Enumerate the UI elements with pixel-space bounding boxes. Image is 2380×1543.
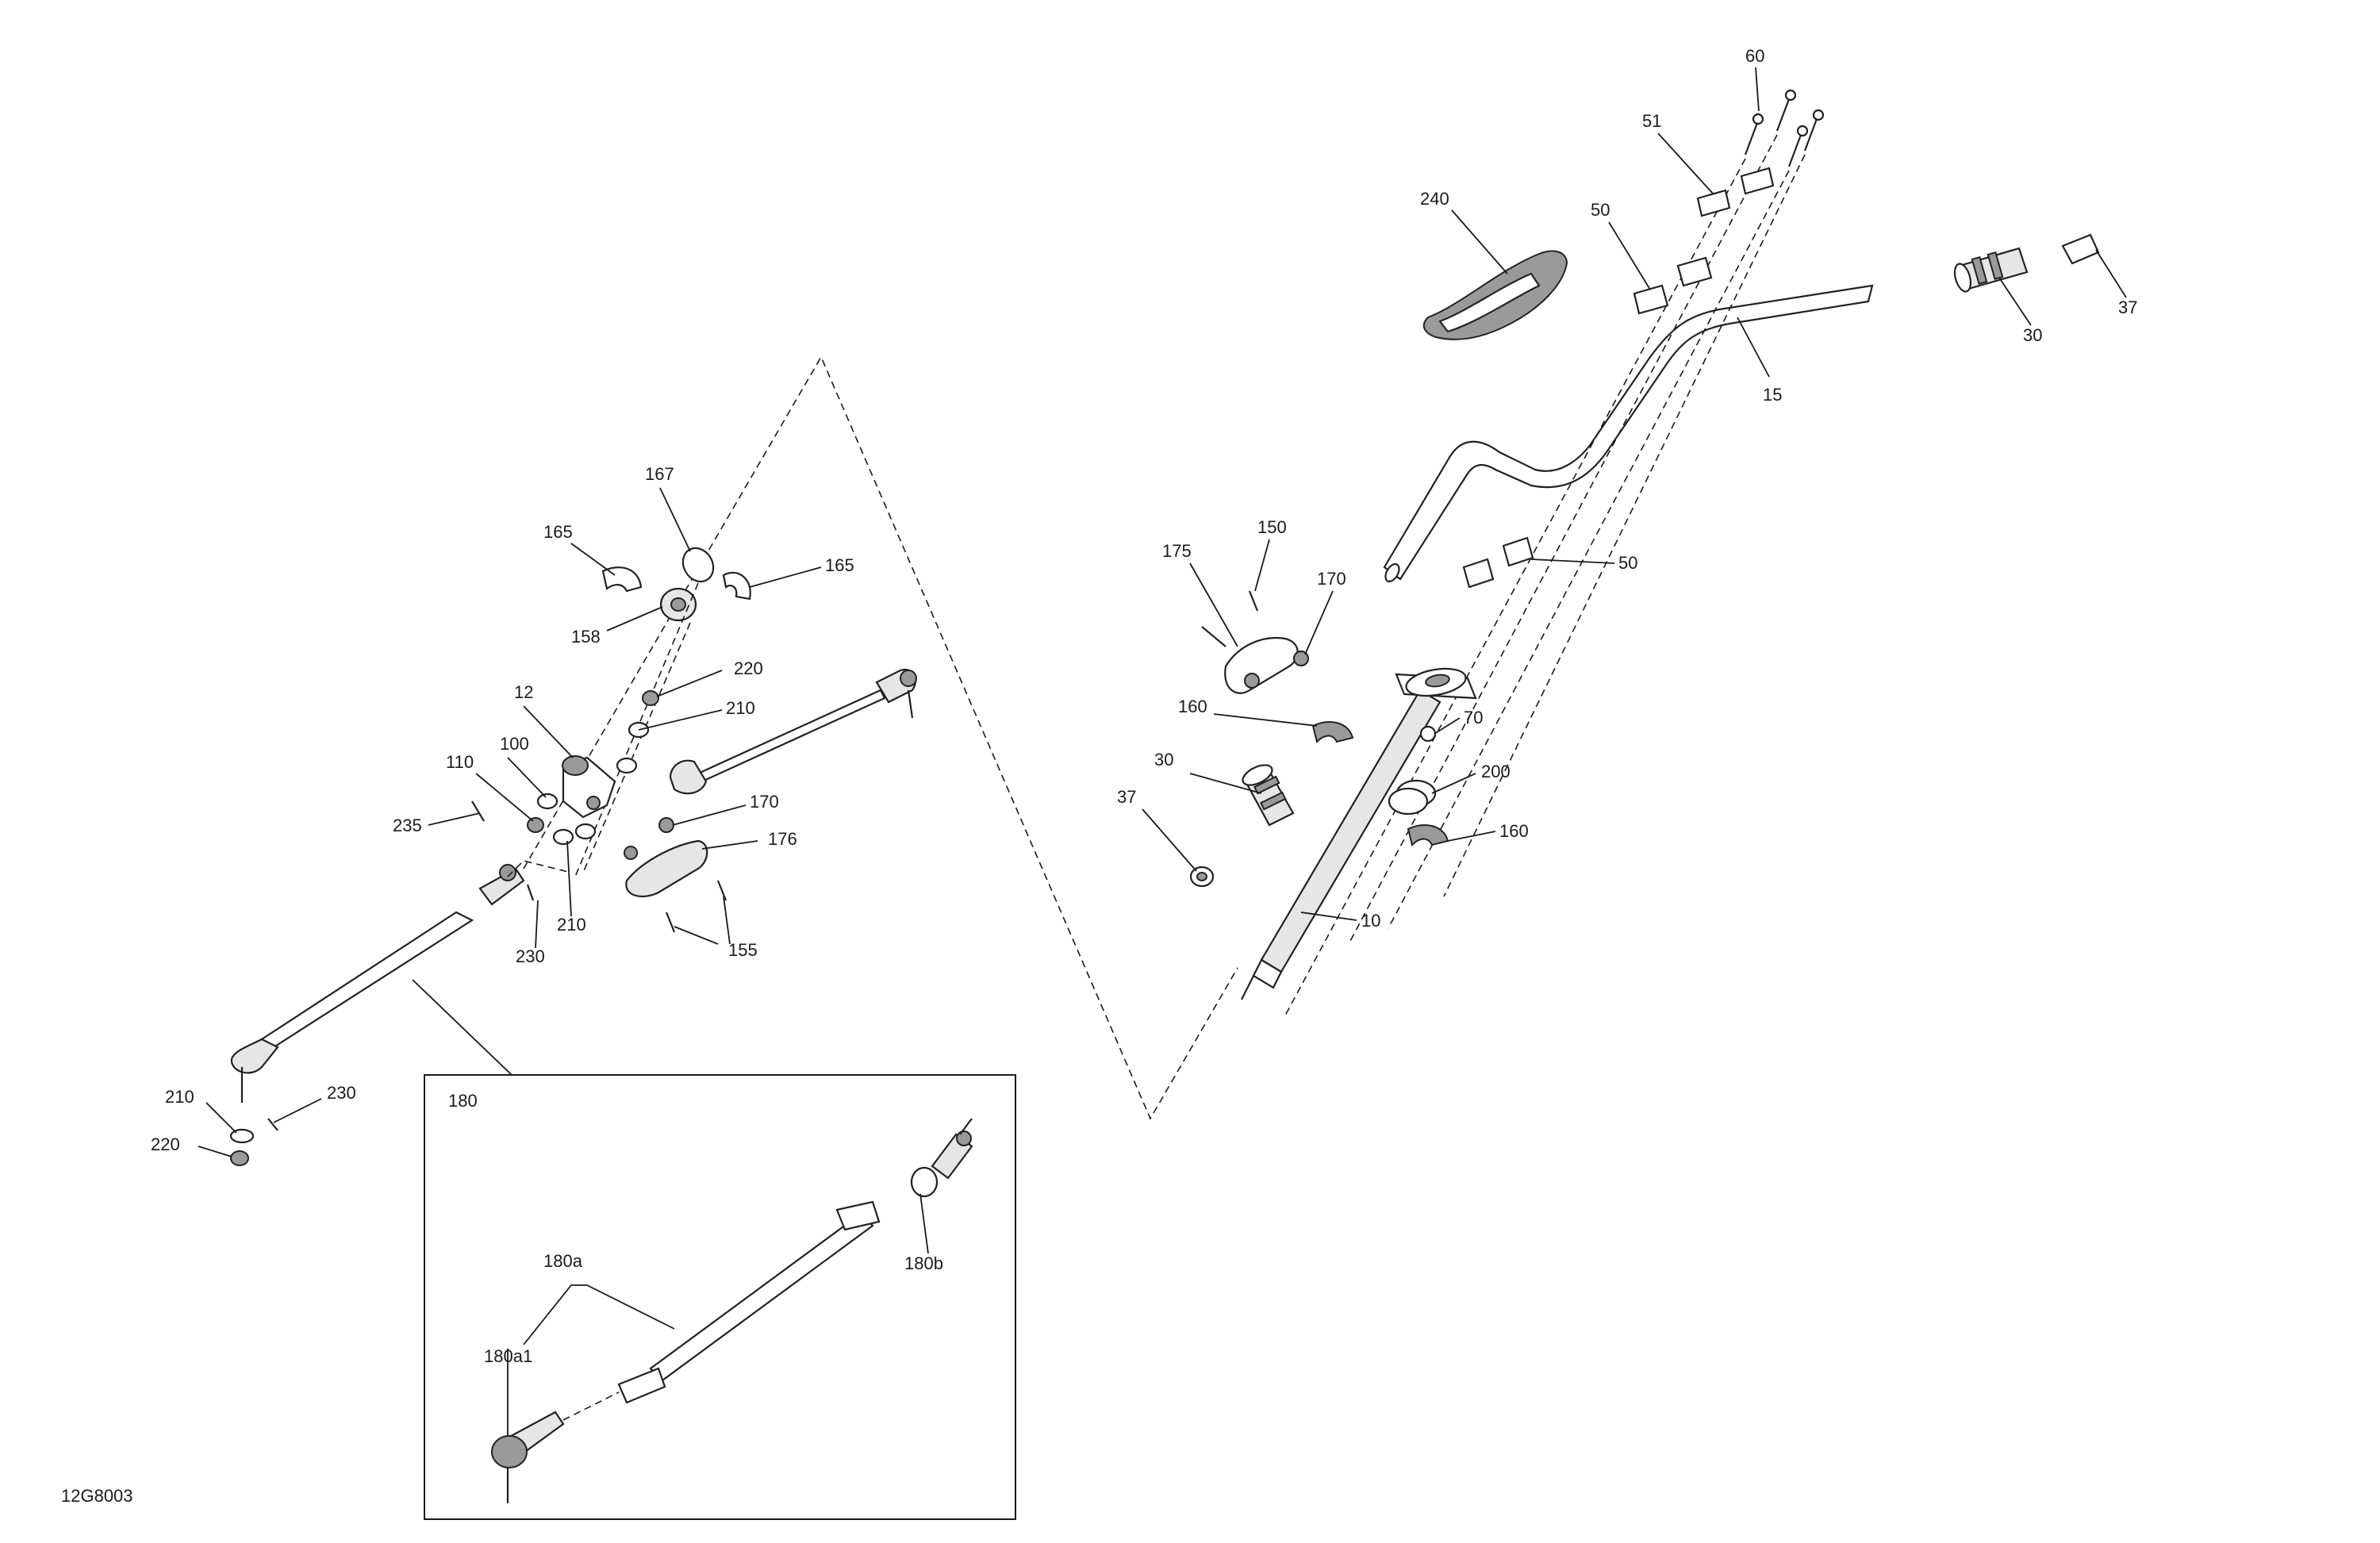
clamp-51 <box>1696 167 1775 217</box>
label-158: 158 <box>571 627 601 647</box>
cotter-pin-235 <box>471 800 485 822</box>
label-155: 155 <box>728 940 758 960</box>
left-grip-part <box>1242 764 1295 827</box>
label-50-lower: 50 <box>1618 553 1637 573</box>
label-180a1: 180a1 <box>484 1346 532 1366</box>
upper-tie-rod-part <box>669 668 917 795</box>
right-grip-part <box>1953 247 2029 293</box>
support-bracket-175 <box>1201 590 1309 694</box>
nut-70 <box>1419 725 1437 743</box>
long-tie-rod-part <box>229 864 535 1166</box>
part-labels: 60 51 240 50 37 30 15 175 150 170 50 160… <box>151 46 2137 1366</box>
label-176: 176 <box>768 829 797 849</box>
inset-frame <box>424 1074 1016 1520</box>
label-210-upper: 210 <box>726 698 755 718</box>
bar-end-left <box>1189 866 1215 888</box>
label-235: 235 <box>393 816 422 835</box>
label-230-upper: 230 <box>516 946 545 966</box>
label-230-lower: 230 <box>327 1083 356 1103</box>
bracket-176-part <box>624 817 727 933</box>
dashed-envelope <box>523 355 1238 1120</box>
label-220-lower: 220 <box>151 1134 180 1154</box>
clamp-50-upper <box>1633 256 1713 315</box>
inset-tie-rod <box>491 1118 973 1503</box>
label-30-left: 30 <box>1154 750 1173 770</box>
pitman-arm-part <box>562 755 616 819</box>
label-210-middle: 210 <box>557 915 586 935</box>
label-240: 240 <box>1420 189 1449 209</box>
label-165-left: 165 <box>543 522 573 542</box>
label-200: 200 <box>1481 762 1511 781</box>
bearing-group <box>601 547 751 622</box>
clamp-50-lower <box>1462 536 1534 589</box>
label-175: 175 <box>1162 541 1192 561</box>
label-51: 51 <box>1642 111 1661 131</box>
label-165-right: 165 <box>825 555 854 575</box>
label-100: 100 <box>500 734 529 754</box>
bolts-60 <box>1744 89 1825 167</box>
label-167: 167 <box>645 464 674 484</box>
label-170-left: 170 <box>750 792 779 812</box>
label-180b: 180b <box>904 1253 943 1273</box>
label-37-left: 37 <box>1117 787 1136 807</box>
label-110: 110 <box>446 752 474 772</box>
steering-column-part <box>1241 667 1477 1000</box>
bushing-160-upper <box>1311 721 1354 743</box>
label-220-upper: 220 <box>734 658 763 678</box>
label-15: 15 <box>1763 385 1782 405</box>
label-70: 70 <box>1464 708 1483 727</box>
bar-end-right <box>2061 233 2100 265</box>
label-10: 10 <box>1361 911 1380 931</box>
label-180a: 180a <box>543 1251 583 1271</box>
diagram-code: 12G8003 <box>61 1486 133 1506</box>
label-12: 12 <box>514 682 533 702</box>
inset-connector <box>412 979 512 1076</box>
label-50-upper: 50 <box>1591 200 1610 220</box>
bushing-160-lower <box>1407 824 1449 846</box>
leader-lines <box>198 67 2127 1436</box>
label-150: 150 <box>1257 517 1287 537</box>
label-160-lower: 160 <box>1499 821 1529 841</box>
label-37-right: 37 <box>2118 297 2137 317</box>
label-30-right: 30 <box>2023 325 2042 345</box>
handlebar-pad-part <box>1422 250 1568 340</box>
handlebar-part <box>1383 284 1874 583</box>
label-160-upper: 160 <box>1178 697 1207 716</box>
retainer-ring-200 <box>1388 779 1437 816</box>
inset-title: 180 <box>448 1091 478 1111</box>
label-210-lower: 210 <box>165 1087 194 1107</box>
label-170-right: 170 <box>1317 569 1346 589</box>
label-60: 60 <box>1745 46 1764 66</box>
